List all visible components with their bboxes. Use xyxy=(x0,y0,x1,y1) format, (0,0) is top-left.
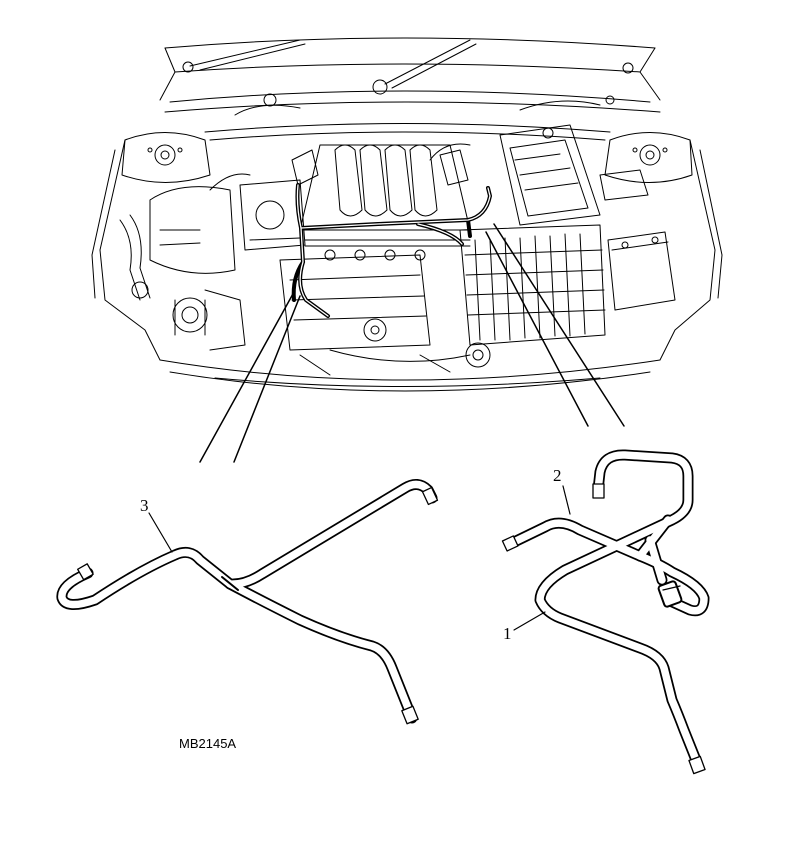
callout-1-leader xyxy=(513,611,546,631)
hose-3-fittings xyxy=(77,486,439,725)
callout-number-2: 2 xyxy=(553,466,562,485)
hose-routing-highlight-inner xyxy=(296,184,491,317)
hose-assembly-3-inner xyxy=(58,480,436,722)
figure-code: MB2145A xyxy=(179,736,237,751)
hose-assembly-3 xyxy=(56,479,438,724)
hose-1-2-fittings xyxy=(501,483,706,775)
callout-2-leader xyxy=(562,485,571,515)
hose-assembly-1-2-inner xyxy=(508,451,708,769)
leader-lines xyxy=(199,223,625,463)
callout-number-1: 1 xyxy=(503,624,512,643)
hose-assembly-1 xyxy=(534,449,704,771)
callout-3-leader xyxy=(148,512,173,553)
callout-number-3: 3 xyxy=(140,496,149,515)
engine-bay-illustration xyxy=(91,37,723,392)
